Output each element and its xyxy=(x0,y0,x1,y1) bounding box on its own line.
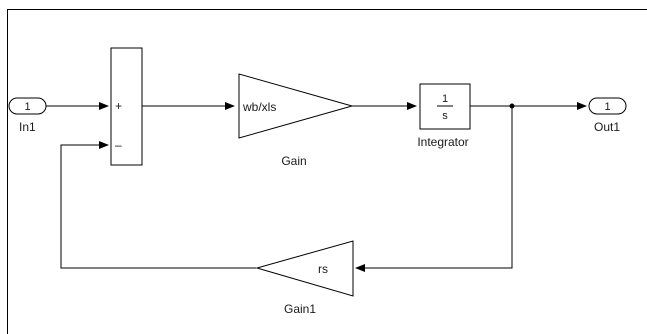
sum-plus-sign: + xyxy=(115,99,122,113)
sum-block-shape[interactable] xyxy=(110,47,143,166)
gain1-block-shape[interactable] xyxy=(255,240,354,297)
integrator-numerator: 1 xyxy=(442,93,448,105)
inport-in1-number: 1 xyxy=(24,101,30,113)
sum-block[interactable]: + – xyxy=(110,47,143,166)
inport-in1-shape[interactable] xyxy=(8,97,47,115)
integrator-block[interactable]: 1 s xyxy=(419,83,471,130)
signal-feedback-to-sum xyxy=(60,141,256,269)
gain-block[interactable]: wb/xls xyxy=(238,73,354,139)
gain-value: wb/xls xyxy=(242,100,276,114)
gain1-value: rs xyxy=(318,262,328,276)
gain1-label: Gain1 xyxy=(284,302,316,316)
gain-label: Gain xyxy=(281,154,306,168)
inport-in1[interactable]: 1 xyxy=(8,97,47,115)
gain-block-shape[interactable] xyxy=(238,73,354,139)
sum-minus-sign: – xyxy=(115,138,122,152)
outport-out1[interactable]: 1 xyxy=(588,97,627,115)
gain1-block[interactable]: rs xyxy=(255,240,354,297)
inport-in1-label: In1 xyxy=(19,120,36,134)
integrator-denominator: s xyxy=(442,110,448,122)
signal-branch-to-gain1 xyxy=(355,106,513,272)
outport-out1-number: 1 xyxy=(604,101,610,113)
outport-out1-label: Out1 xyxy=(594,120,620,134)
integrator-label: Integrator xyxy=(417,135,468,149)
outport-out1-shape[interactable] xyxy=(588,97,627,115)
